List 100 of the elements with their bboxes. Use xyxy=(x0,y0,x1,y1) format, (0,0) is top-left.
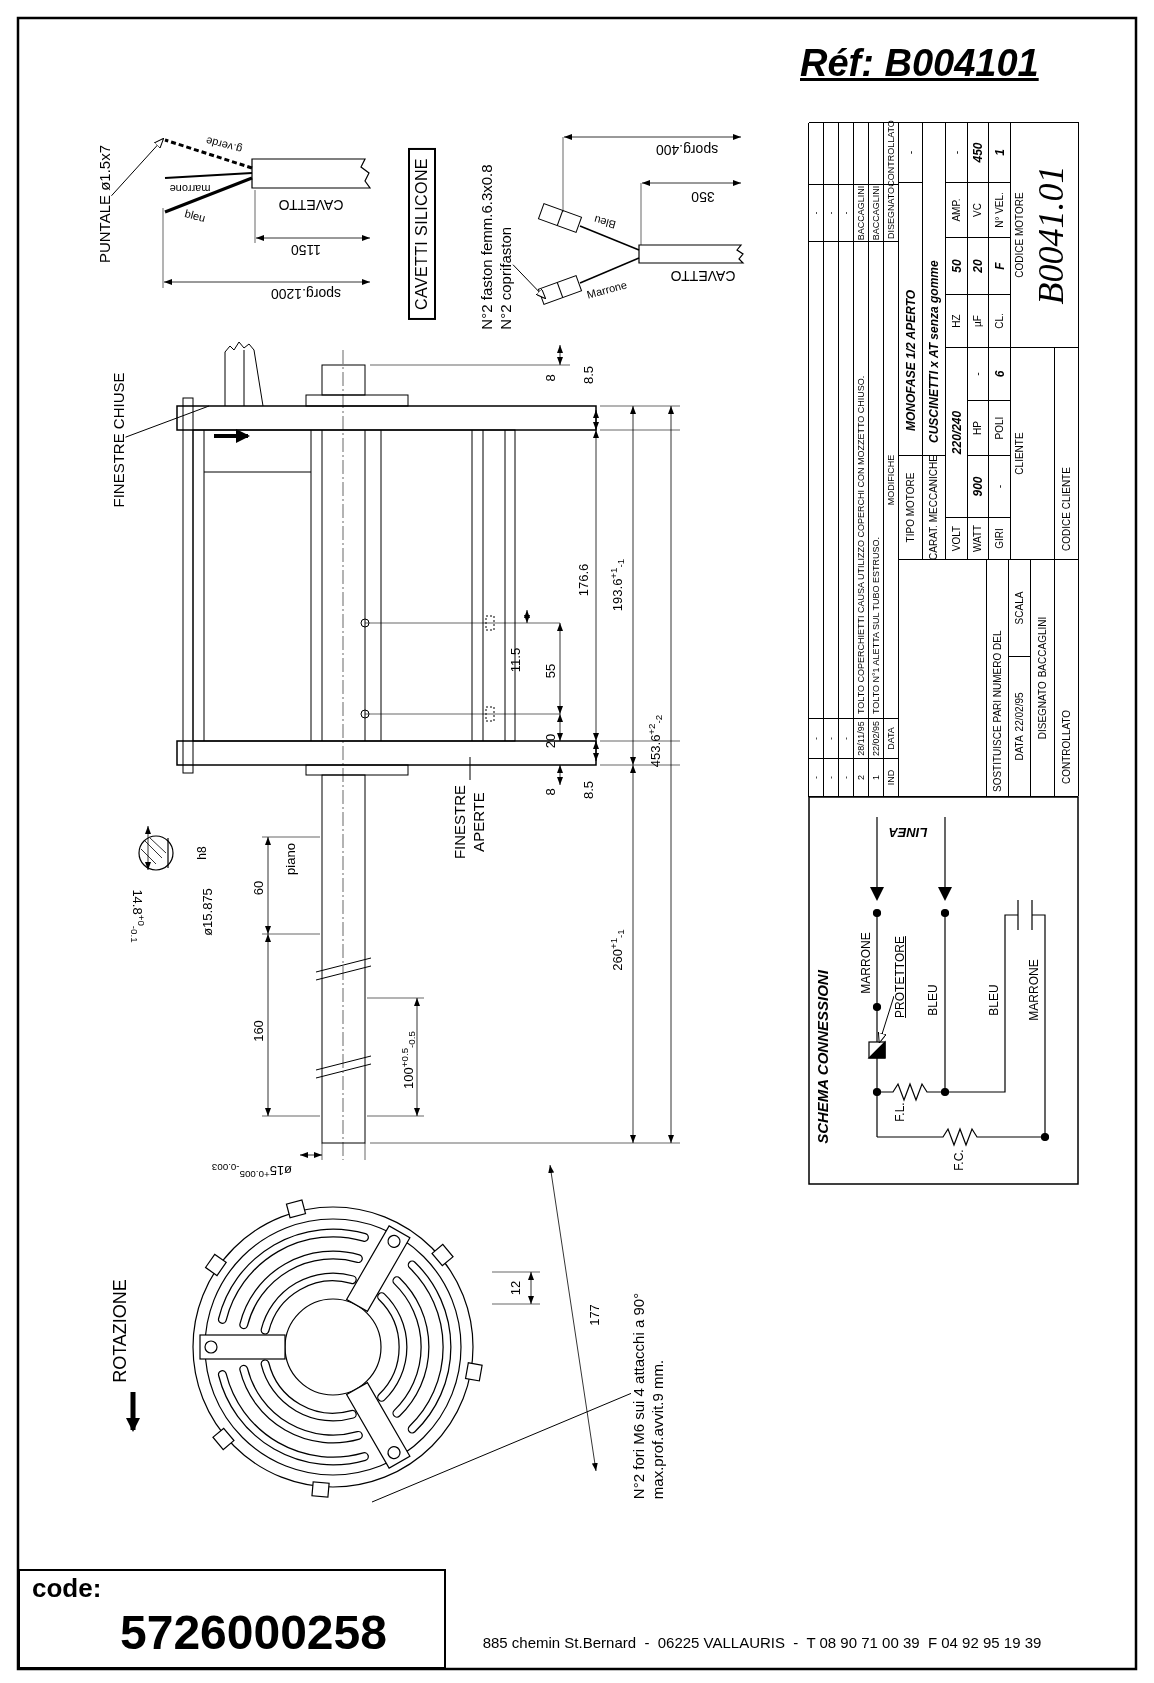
dimension-value: sporg.400 xyxy=(655,143,719,157)
leader-line xyxy=(125,405,210,438)
dimension-value: 8 xyxy=(543,788,557,796)
table-text: - xyxy=(951,150,962,155)
dimension-value: 8 xyxy=(543,374,557,382)
note-text: max.prof.avvit.9 mm. xyxy=(650,1359,665,1500)
table-text: BACCAGLINI xyxy=(1037,616,1048,678)
dimension-value: 160 xyxy=(251,1020,265,1042)
table-text: TOLTO COPERCHIETTI CAUSA UTILIZZO COPERCHI CON MOZZETTO CHIUSO. xyxy=(856,375,866,714)
table-text: - xyxy=(994,484,1005,489)
dimension-value: 177 xyxy=(587,1304,601,1326)
reference-title: Réf: B004101 xyxy=(800,41,1039,86)
table-text: WATT xyxy=(973,524,983,553)
note-text: N°2 faston femm.6.3x0.8 xyxy=(479,164,494,330)
table-text: MODIFICHE xyxy=(886,454,896,506)
table-text: CL. xyxy=(994,313,1005,329)
table-text: 450 xyxy=(972,142,984,163)
dimension-value: 55 xyxy=(543,663,557,679)
table-text: GIRI xyxy=(994,528,1005,549)
wire-label: BLEU xyxy=(988,984,1000,1016)
table-text: - xyxy=(841,211,851,215)
table-text: CARAT. MECCANICHE xyxy=(929,455,939,560)
table-text: IND xyxy=(886,769,896,786)
protector-symbol xyxy=(867,1040,886,1059)
dimension-value: 176.6 xyxy=(576,563,590,597)
dimension-value: 11.5 xyxy=(508,647,522,673)
code-box xyxy=(18,1569,446,1669)
note-text: N°2 coprifaston xyxy=(498,226,513,330)
table-text: DATA xyxy=(1014,735,1025,761)
direction-label: ROTAZIONE xyxy=(111,1279,129,1383)
callout-text: PUNTALE ø1.5x7 xyxy=(96,144,112,264)
cable-label: CAVETTO xyxy=(670,269,736,283)
table-text: AMP. xyxy=(951,198,962,222)
code-label: code: xyxy=(32,1575,102,1601)
dimension-value: 350 xyxy=(691,190,715,204)
table-text: CUSCINETTI x AT senza gomme xyxy=(928,260,940,443)
dimension-value: 8.5 xyxy=(581,780,595,800)
table-text: - xyxy=(826,776,836,779)
callout-text: FINESTRE APERTE xyxy=(451,780,489,864)
dimension-value: ø15.875 xyxy=(200,888,214,936)
table-text: CONTROLLATO xyxy=(886,120,896,187)
table-text: 20 xyxy=(972,259,984,273)
table-text: BACCAGLINI xyxy=(856,185,866,241)
table-text: SCALA xyxy=(1014,591,1025,625)
table-text: MONOFASE 1/2 APERTO xyxy=(904,289,917,431)
table-text: - xyxy=(841,776,851,779)
table-text: µF xyxy=(973,315,983,327)
table-text: 220/240 xyxy=(950,410,963,455)
table-text: 900 xyxy=(972,476,984,497)
wire-label: bleu xyxy=(183,208,207,224)
table-text: - xyxy=(826,737,836,740)
table-text: - xyxy=(841,737,851,740)
table-text: CODICE MOTORE xyxy=(1015,192,1025,278)
table-text: TOLTO N°1 ALETTA SUL TUBO ESTRUSO. xyxy=(871,537,881,714)
table-text: HP xyxy=(973,421,983,435)
dimension-value: 8.5 xyxy=(581,365,595,385)
dimension-value: 1150 xyxy=(290,243,322,257)
table-text: DATA xyxy=(886,727,896,750)
wire-label: MARRONE xyxy=(1028,959,1040,1021)
wire-label: Bleu xyxy=(592,213,618,231)
table-text: - xyxy=(826,211,836,215)
table-text: DISEGNATO xyxy=(886,186,896,240)
motor-code: B0041.01 xyxy=(1033,165,1069,305)
component-label: F.L. xyxy=(894,1102,906,1122)
callout-text: FINESTRE CHIUSE xyxy=(110,372,126,508)
dimension-value: 20 xyxy=(543,733,557,749)
note-text: N°2 fori M6 sui 4 attacchi a 90° xyxy=(631,1292,646,1500)
leader-line xyxy=(371,1392,632,1503)
table-text: SOSTITUISCE PARI NUMERO DEL xyxy=(992,630,1003,792)
table-text: - xyxy=(811,737,821,740)
dimension-value: h8 xyxy=(196,846,208,860)
wire-label: g.verde xyxy=(204,134,244,156)
table-text: - xyxy=(973,372,983,376)
wire-label: MARRONE xyxy=(860,932,872,994)
wire-label: Marrone xyxy=(585,279,629,301)
table-text: 50 xyxy=(950,259,963,273)
table-text: VC xyxy=(973,203,983,217)
table-text: F xyxy=(993,262,1006,270)
table-text: - xyxy=(905,150,916,155)
wire-label: marrone xyxy=(169,182,211,194)
table-text: CLIENTE xyxy=(1015,432,1025,475)
table-text: CONTROLLATO xyxy=(1061,709,1072,784)
table-text: POLI xyxy=(994,416,1005,440)
table-text: 6 xyxy=(993,370,1006,378)
table-text: 2 xyxy=(856,775,866,780)
table-text: DISEGNATO xyxy=(1037,681,1048,740)
code-number: 5726000258 xyxy=(120,1609,387,1657)
line-label: LINEA xyxy=(888,825,928,839)
table-text: 1 xyxy=(993,149,1006,156)
dimension-value: 12 xyxy=(508,1280,522,1296)
wire-label: BLEU xyxy=(927,984,939,1016)
table-text: 1 xyxy=(871,775,881,780)
table-text: 28/11/95 xyxy=(856,721,866,756)
table-text: BACCAGLINI xyxy=(871,185,881,241)
dimension-value: 60 xyxy=(251,880,265,896)
address-text: 885 chemin St.Bernard - 06225 VALLAURIS - T 08 90 71 00 39 F 04 92 95 19 39 xyxy=(482,1634,1042,1650)
motor-end-view-drawing xyxy=(192,1199,483,1498)
dimension-value: sporg.1200 xyxy=(270,287,342,301)
cable-label: CAVETTO xyxy=(278,198,344,212)
table-text: VOLT xyxy=(951,525,962,552)
